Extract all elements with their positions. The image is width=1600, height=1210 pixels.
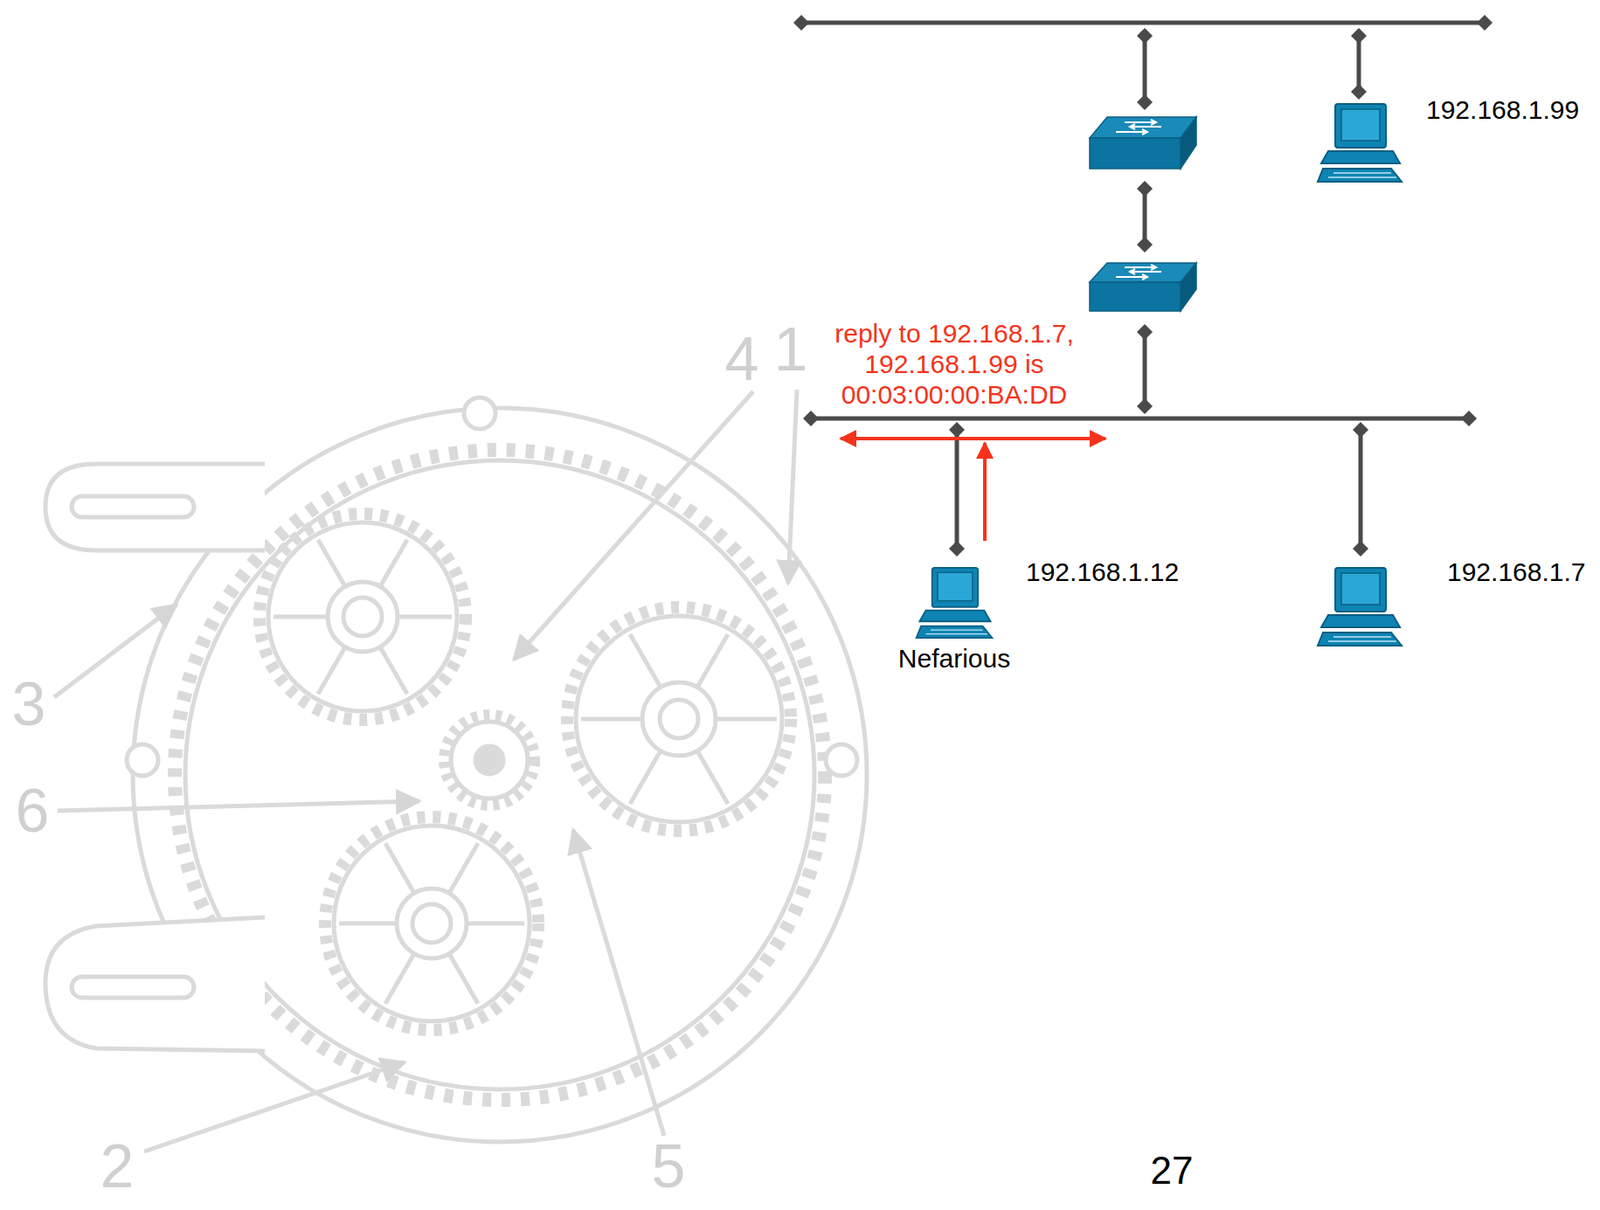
text-holder: 5 <box>651 1135 686 1198</box>
ip-address: 192.168.1.12 <box>1025 556 1179 588</box>
network-cable <box>801 22 1485 549</box>
text-holder: 192.168.1.12 <box>1025 556 1179 588</box>
switch-icon <box>1089 117 1197 169</box>
computer-node: 192.168.1.7 <box>1310 550 1591 647</box>
callout-number: 6 <box>15 780 50 842</box>
text-holder: 1 <box>774 318 809 381</box>
cable-end <box>793 14 1493 557</box>
text-holder: 192.168.1.7 <box>1447 556 1586 588</box>
callout-number: 4 <box>725 328 760 390</box>
text-holder: 2 <box>100 1135 135 1198</box>
text-holder: Nefarious <box>898 643 1011 674</box>
host-name: Nefarious <box>898 643 1011 674</box>
spoof-arrow <box>840 438 1106 541</box>
callout-number: 2 <box>100 1135 135 1198</box>
text-holder: 3 <box>12 673 47 735</box>
computer-icon <box>1316 566 1404 648</box>
ip-address: 192.168.1.99 <box>1426 94 1580 125</box>
computer-node: 192.168.1.99 <box>1310 87 1591 189</box>
text-holder: 192.168.1.99 <box>1426 94 1580 125</box>
text-holder: 27 <box>1150 1151 1194 1191</box>
text-holder: 6 <box>15 780 50 842</box>
switch-icon <box>1089 263 1197 312</box>
page-number: 27 <box>1150 1151 1194 1191</box>
computer-node: 192.168.1.12Nefarious <box>908 550 1189 678</box>
callout-number: 1 <box>774 318 809 381</box>
ip-address: 192.168.1.7 <box>1447 556 1586 588</box>
callout-text: reply to 192.168.1.7, 192.168.1.99 is 00… <box>823 318 1086 410</box>
text-holder: reply to 192.168.1.7, 192.168.1.99 is 00… <box>823 318 1086 410</box>
text-holder: 4 <box>725 328 760 390</box>
callout-number: 5 <box>651 1135 686 1198</box>
computer-icon <box>913 566 996 640</box>
callout-number: 3 <box>12 673 47 735</box>
computer-icon <box>1316 102 1404 184</box>
